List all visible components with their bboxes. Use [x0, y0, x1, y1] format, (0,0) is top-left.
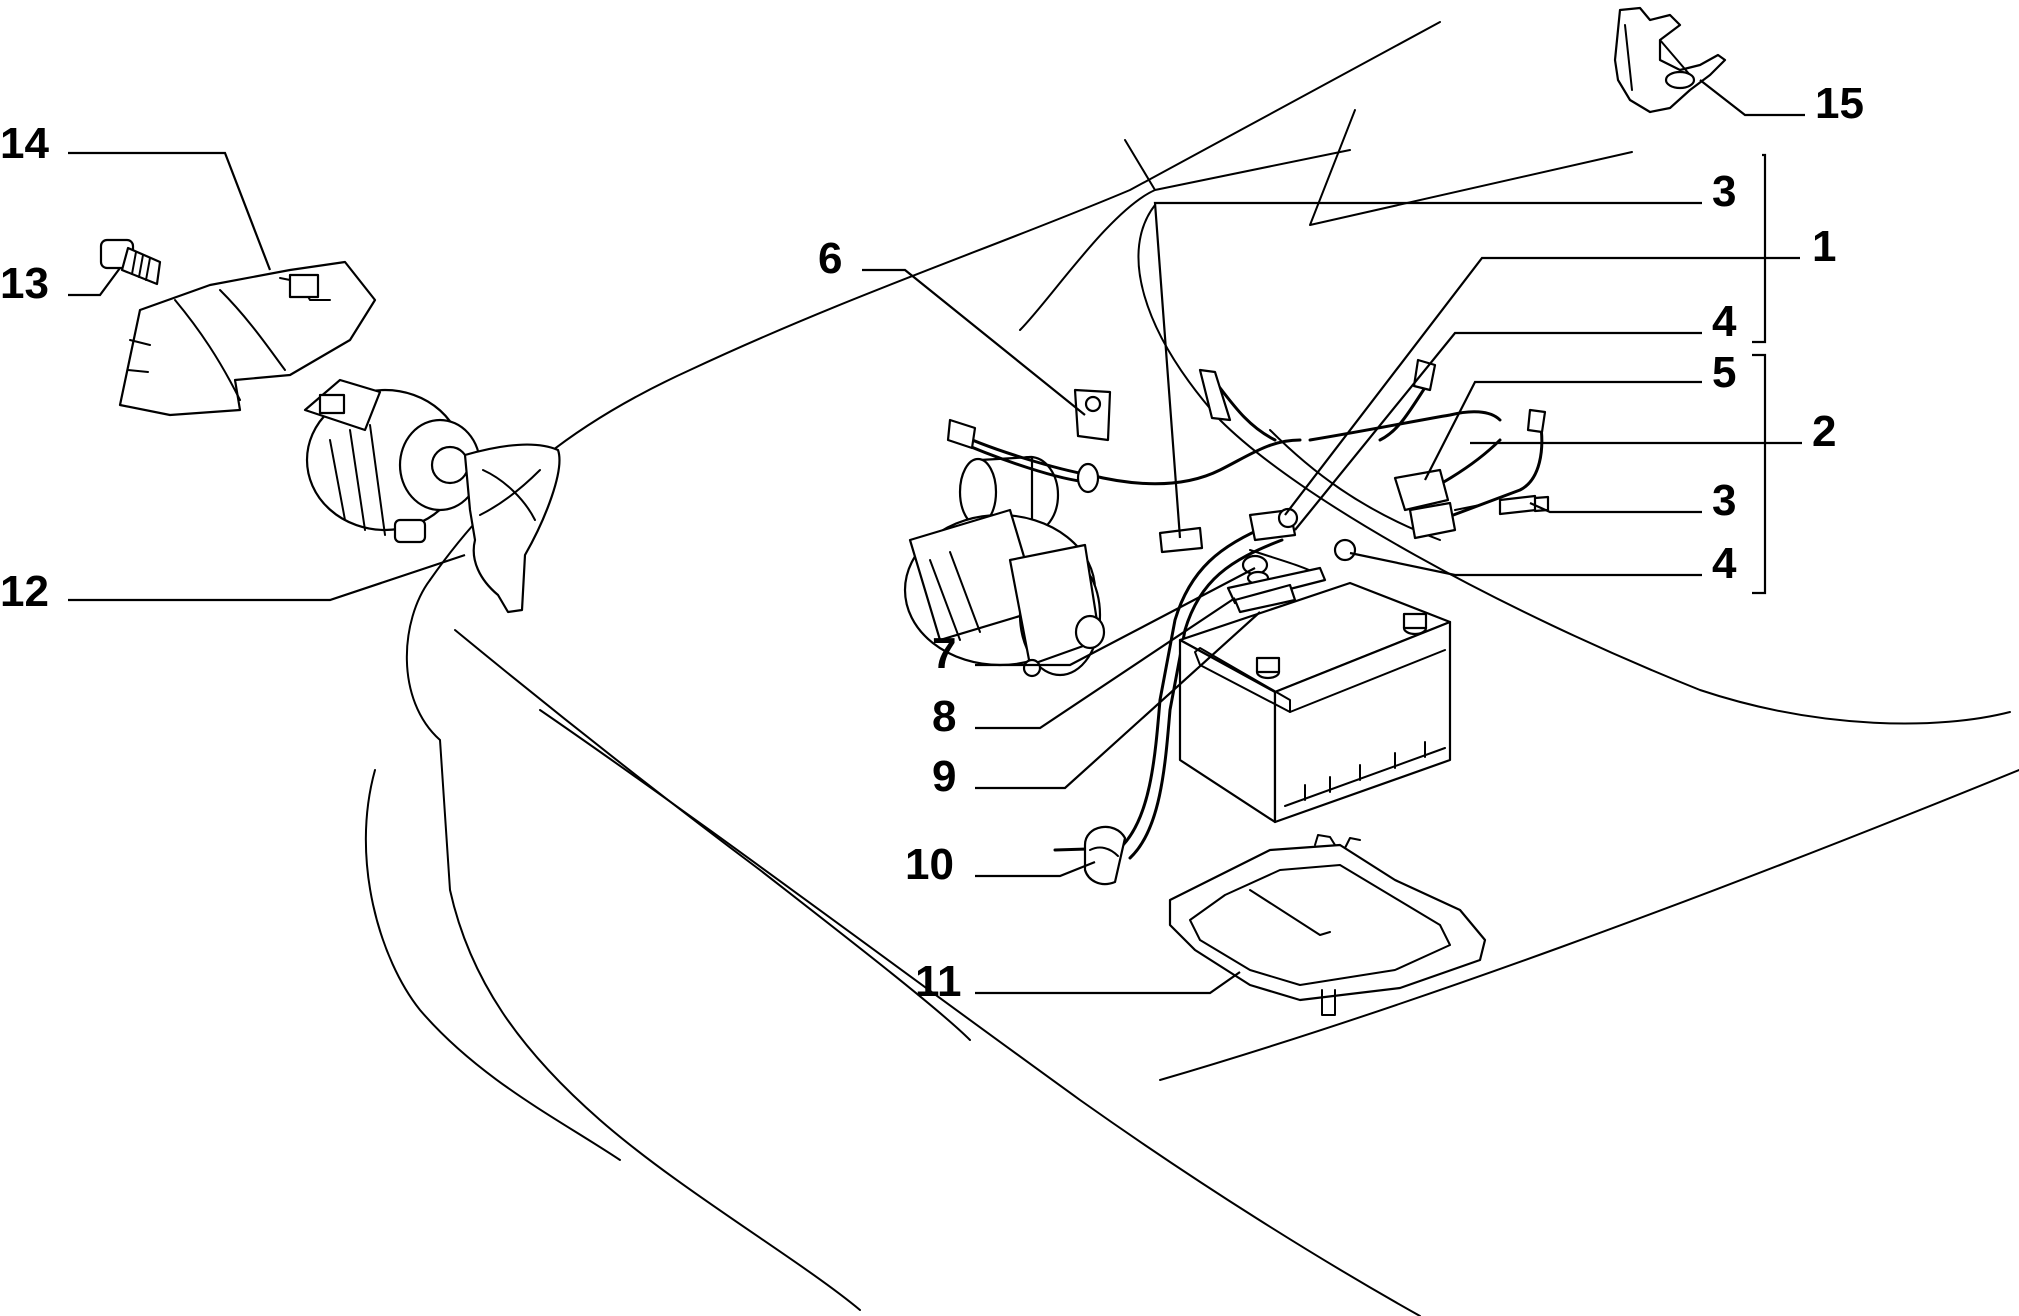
battery-terminal-assembly — [1158, 507, 1327, 614]
callout-3-right: 3 — [1712, 476, 1736, 525]
leader-lines — [68, 79, 1805, 995]
heat-shield-part-14 — [118, 260, 377, 417]
callout-6: 6 — [818, 234, 842, 283]
callout-11: 11 — [915, 957, 962, 1006]
callout-10: 10 — [905, 840, 954, 889]
callout-4-top: 4 — [1712, 297, 1737, 346]
callout-3-top: 3 — [1712, 167, 1736, 216]
relay-assembly-part-5 — [1333, 468, 1550, 562]
callout-labels: 14 13 12 6 7 8 9 10 11 15 3 1 4 5 2 3 4 — [0, 79, 1864, 1006]
terminal-cap-part-10 — [1083, 825, 1127, 886]
clip-part-6 — [1073, 388, 1112, 442]
callout-13: 13 — [0, 259, 49, 308]
callout-1: 1 — [1812, 222, 1836, 271]
callout-12: 12 — [0, 567, 49, 616]
bracket-part-12 — [463, 443, 561, 614]
battery — [1178, 581, 1452, 824]
callout-2: 2 — [1812, 407, 1836, 456]
cable-connectors — [946, 358, 1547, 494]
callout-14: 14 — [0, 119, 49, 168]
bolt-part-13 — [99, 238, 162, 286]
alternator — [303, 378, 482, 544]
callout-9: 9 — [932, 752, 956, 801]
callout-5: 5 — [1712, 348, 1736, 397]
starter-motor — [903, 455, 1106, 678]
callout-15: 15 — [1815, 79, 1864, 128]
battery-tray-part-11 — [1168, 834, 1487, 1016]
callout-8: 8 — [932, 692, 956, 741]
callout-7: 7 — [932, 629, 956, 678]
callout-4-bottom: 4 — [1712, 539, 1737, 588]
bracket-part-15 — [1613, 6, 1727, 114]
